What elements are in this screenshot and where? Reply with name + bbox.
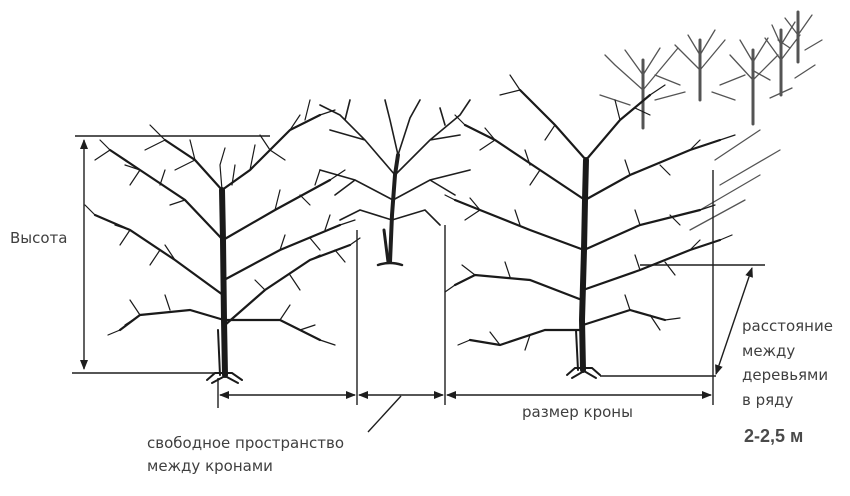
row-distance-label-line-4: в ряду — [742, 390, 794, 409]
free-space-label-line-2: между кронами — [147, 457, 273, 475]
row-distance-label-line-1: расстояние — [742, 317, 833, 335]
crown-size-dimension — [446, 170, 714, 405]
free-space-dimension — [358, 225, 446, 433]
height-label: Высота — [10, 229, 68, 247]
row-distance-dimension — [600, 264, 765, 377]
free-space-label-line-1: свободное пространство — [147, 434, 345, 452]
foreground-tree-left — [84, 99, 361, 384]
height-dimension — [72, 135, 270, 374]
row-distance-label: расстояние между деревьями в ряду — [742, 314, 833, 412]
background-tree-row — [599, 10, 823, 231]
row-distance-value: 2-2,5 м — [744, 426, 804, 446]
crown-size-label: размер кроны — [522, 403, 633, 421]
row-distance-label-line-2: между — [742, 341, 796, 360]
crown-width-dimension-left — [217, 230, 358, 408]
foreground-tree-right — [444, 74, 736, 379]
row-distance-label-line-3: деревьями — [742, 366, 829, 384]
free-space-label: свободное пространство между кронами — [147, 432, 344, 478]
middle-tree — [319, 99, 471, 267]
